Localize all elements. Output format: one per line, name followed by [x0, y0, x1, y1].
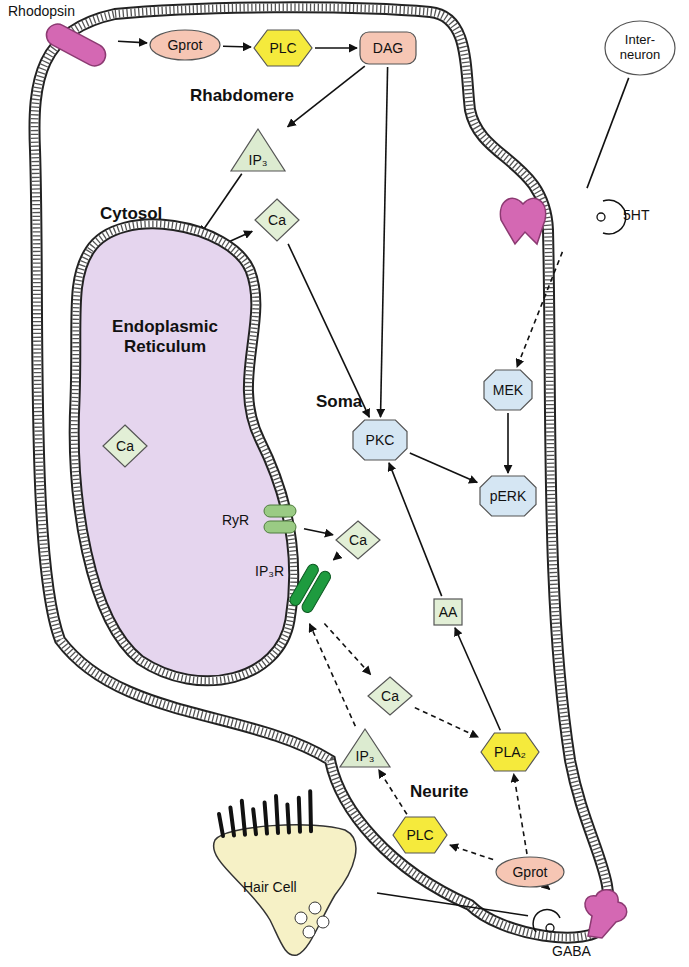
node-text: Rhodopsin: [8, 3, 75, 19]
node-text: DAG: [373, 40, 403, 56]
region-label: Cytosol: [100, 204, 162, 223]
node-text: PLC: [269, 40, 296, 56]
region-label-box: Cytosol: [100, 204, 162, 224]
node-shape: [68, 212, 308, 707]
arrow-connector: [547, 887, 550, 890]
node-text: IP₃: [356, 748, 375, 764]
arrow-connector: [223, 45, 251, 47]
node-text: Ca: [381, 688, 399, 704]
node-text: 5HT: [623, 207, 649, 223]
arrow-connector: [507, 413, 509, 473]
kinase-octagon: pERK: [479, 475, 537, 517]
node-text: MEK: [493, 382, 523, 398]
region-label-box: Soma: [316, 392, 362, 412]
arrow-connector: [315, 47, 357, 49]
ip3-receptor: IP₃R: [255, 560, 335, 622]
region-label: Rhabdomere: [190, 86, 294, 105]
node-text: GABA: [552, 943, 591, 959]
interneuron-cell: Inter-neuron: [604, 20, 676, 76]
node-text: AA: [439, 604, 458, 620]
hair-cell: Hair Cell: [205, 800, 375, 960]
arrow-connector: [455, 628, 500, 730]
g-protein: Gprot: [495, 856, 565, 888]
node-text: Inter-neuron: [611, 33, 669, 63]
arrow-connector: [118, 41, 147, 43]
region-label: Soma: [316, 392, 362, 411]
arrow-connector: [310, 624, 356, 726]
calcium-diamond: Ca: [254, 198, 300, 242]
arrow-connector: [288, 244, 369, 417]
node-text: Ca: [268, 212, 286, 228]
arrow-connector: [587, 78, 629, 188]
node-text: Ca: [349, 532, 367, 548]
ryanodine-receptor: RyR: [222, 500, 302, 540]
arrow-connector: [304, 529, 333, 535]
arrow-connector: [379, 770, 407, 815]
calcium-diamond: Ca: [367, 676, 413, 716]
arrow-connector: [377, 893, 528, 916]
arrow-connector: [324, 624, 370, 675]
node-text: IP₃: [249, 152, 268, 168]
region-label-box: Neurite: [410, 782, 469, 802]
receptor-label: Rhodopsin: [4, 2, 116, 74]
arrow-connector: [514, 774, 527, 854]
node-text: Gprot: [512, 864, 547, 880]
arrow-connector: [200, 174, 242, 235]
messenger-box: DAG: [359, 31, 417, 65]
node-text: PLA₂: [494, 744, 526, 760]
node-text: Gprot: [167, 37, 202, 53]
kinase-octagon: MEK: [483, 369, 533, 411]
node-text: pERK: [490, 488, 527, 504]
arrow-connector: [450, 845, 493, 860]
endoplasmic-reticulum: Endoplasmic ReticulumCa: [68, 212, 308, 707]
arrow-connector: [288, 66, 365, 127]
messenger-triangle: IP₃: [230, 128, 286, 172]
cell-membrane: [34, 7, 608, 937]
region-label: Neurite: [410, 782, 469, 801]
calcium-diamond: Ca: [102, 424, 148, 468]
enzyme-hexagon: PLC: [392, 816, 448, 854]
node-text: IP₃R: [255, 563, 284, 579]
node-text: Hair Cell: [243, 879, 297, 895]
enzyme-hexagon: PLC: [253, 29, 313, 67]
messenger-triangle: IP₃: [339, 728, 391, 768]
enzyme-hexagon: PLA₂: [480, 732, 540, 772]
node-text: Ca: [116, 438, 134, 454]
calcium-diamond: Ca: [335, 520, 381, 560]
node-text: RyR: [222, 512, 249, 528]
g-protein: Gprot: [149, 29, 221, 61]
node-text: PLC: [406, 827, 433, 843]
arrow-connector: [410, 453, 477, 482]
region-label-box: Rhabdomere: [190, 86, 294, 106]
arrow-connector: [415, 708, 478, 738]
node-text: Endoplasmic Reticulum: [105, 317, 225, 356]
arrow-connector: [333, 559, 334, 560]
kinase-octagon: PKC: [352, 419, 408, 461]
gaba-receptor: GABA: [530, 888, 650, 962]
serotonin-receptor: 5HT: [495, 190, 655, 250]
messenger-box: AA: [433, 598, 463, 626]
arrow-connector: [389, 463, 442, 596]
arrow-connector: [381, 67, 388, 417]
arrow-connector: [517, 252, 562, 367]
node-text: PKC: [366, 432, 395, 448]
